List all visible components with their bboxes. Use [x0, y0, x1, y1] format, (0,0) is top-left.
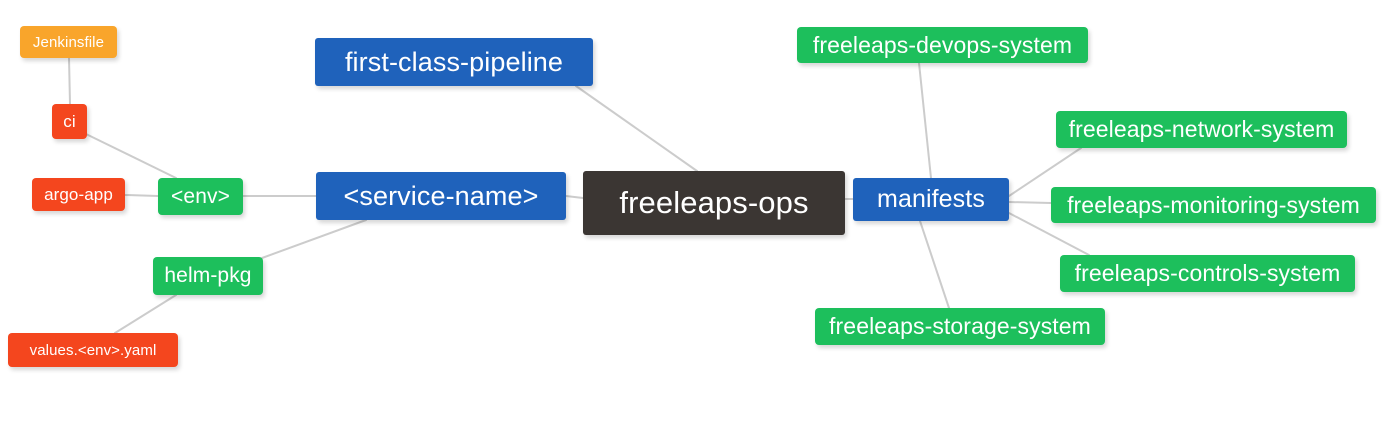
node-label: first-class-pipeline — [344, 46, 564, 77]
node-freeleaps-devops-system[interactable]: freeleaps-devops-system — [797, 27, 1088, 63]
node-argo-app[interactable]: argo-app — [32, 178, 125, 211]
edge-storage-to-manifests — [919, 220, 950, 309]
node-label: <service-name> — [343, 180, 539, 211]
node-label: freeleaps-monitoring-system — [1067, 191, 1360, 218]
edge-jenkinsfile-to-ci — [68, 57, 71, 105]
node-label: freeleaps-ops — [619, 185, 809, 220]
node-helm-pkg[interactable]: helm-pkg — [153, 257, 263, 295]
edge-helm-to-service — [261, 219, 367, 259]
node-label: ci — [63, 111, 76, 131]
edge-values-to-helm — [114, 294, 177, 334]
edge-ci-to-env — [85, 133, 177, 179]
node-values-env-yaml[interactable]: values.<env>.yaml — [8, 333, 178, 367]
edge-argoapp-to-env — [124, 194, 159, 197]
node-label: argo-app — [44, 184, 113, 204]
node-label: freeleaps-storage-system — [829, 313, 1091, 339]
edge-devops-to-manifests — [918, 62, 932, 179]
node-freeleaps-ops-root[interactable]: freeleaps-ops — [583, 171, 845, 235]
node-ci[interactable]: ci — [52, 104, 87, 139]
edge-pipeline-to-root — [575, 85, 698, 172]
node-label: <env> — [171, 184, 230, 208]
node-label: manifests — [877, 185, 985, 213]
node-freeleaps-monitoring-system[interactable]: freeleaps-monitoring-system — [1051, 187, 1376, 223]
node-first-class-pipeline[interactable]: first-class-pipeline — [315, 38, 593, 86]
edge-service-to-root — [565, 195, 584, 199]
node-label: freeleaps-network-system — [1068, 116, 1335, 142]
node-label: values.<env>.yaml — [29, 341, 157, 359]
node-freeleaps-controls-system[interactable]: freeleaps-controls-system — [1060, 255, 1355, 292]
node-manifests[interactable]: manifests — [853, 178, 1009, 221]
node-label: freeleaps-devops-system — [812, 31, 1073, 58]
node-env[interactable]: <env> — [158, 178, 243, 215]
node-service-name[interactable]: <service-name> — [316, 172, 566, 220]
node-label: helm-pkg — [164, 264, 252, 287]
edge-monitoring-to-manifests — [1008, 201, 1052, 204]
node-label: freeleaps-controls-system — [1074, 260, 1341, 286]
node-freeleaps-storage-system[interactable]: freeleaps-storage-system — [815, 308, 1105, 345]
node-freeleaps-network-system[interactable]: freeleaps-network-system — [1056, 111, 1347, 148]
node-label: Jenkinsfile — [32, 33, 105, 51]
node-jenkinsfile[interactable]: Jenkinsfile — [20, 26, 117, 58]
